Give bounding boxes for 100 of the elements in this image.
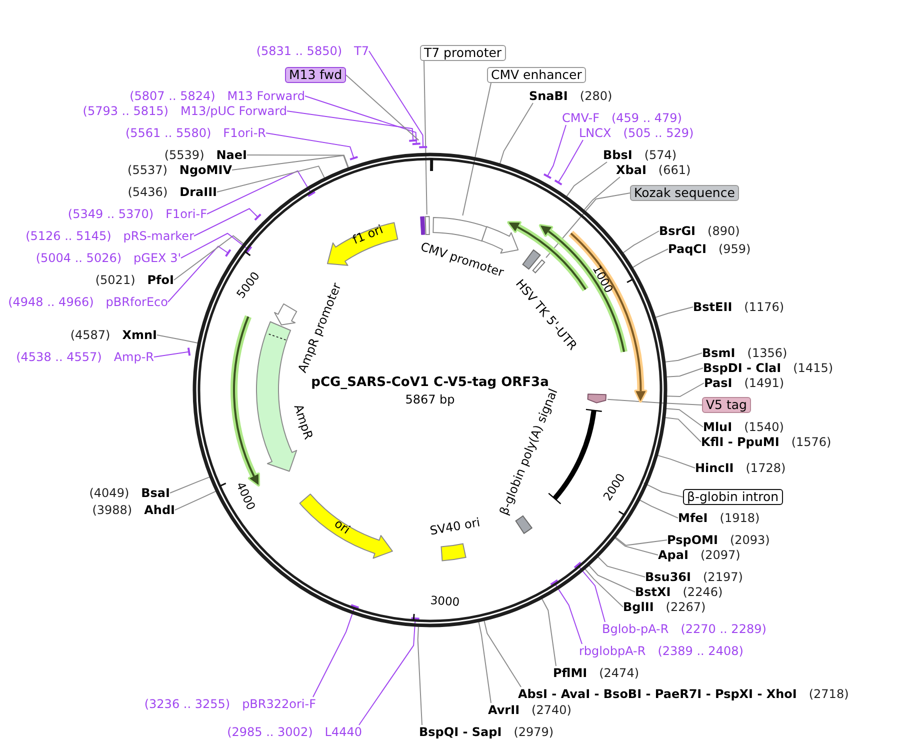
cut-site-position: (2979) — [514, 725, 554, 739]
leader-line — [598, 556, 646, 578]
primer-name: rbglobpA-R — [579, 644, 646, 658]
leader-line — [304, 96, 422, 146]
primer-range: (505 .. 529) — [623, 126, 694, 140]
enzyme-name: AhdI — [144, 503, 175, 517]
cut-site-position: (2093) — [730, 533, 770, 547]
leader-line — [546, 192, 630, 258]
cut-site-position: (5021) — [95, 273, 136, 287]
leader-line — [216, 166, 325, 192]
feature-bar — [418, 214, 426, 236]
primer-name: pGEX 3' — [134, 251, 181, 265]
cut-site-position: (959) — [718, 242, 751, 256]
cut-site-position: (661) — [658, 163, 691, 177]
primer-range: (5126 .. 5145) — [26, 229, 112, 243]
leader-line — [664, 352, 702, 362]
cut-site-position: (2197) — [703, 570, 743, 584]
primer-range: (4948 .. 4966) — [8, 295, 94, 309]
primer-range: (2985 .. 3002) — [227, 725, 313, 739]
leader-line — [194, 208, 262, 236]
leader-line — [232, 154, 348, 170]
enzyme-name: BsrGI — [659, 224, 696, 238]
enzyme-name: PspOMI — [667, 533, 718, 547]
cut-site-position: (5539) — [164, 148, 204, 162]
leader-line — [584, 176, 620, 210]
leader-line — [417, 626, 422, 726]
leader-line — [484, 620, 522, 688]
enzyme-name: NgoMIV — [179, 163, 232, 177]
enzyme-name: PfoI — [147, 273, 174, 287]
leader-line — [632, 248, 668, 268]
primer-name: T7 — [354, 44, 369, 58]
primer-name: Amp-R — [114, 350, 154, 364]
feature-callout: β-globin intron — [683, 489, 783, 505]
leader-line — [657, 454, 696, 468]
feature-block — [531, 258, 547, 274]
enzyme-name: ApaI — [658, 548, 688, 562]
leader-line — [566, 162, 608, 197]
cut-site-position: (1356) — [747, 346, 788, 360]
leader-line — [614, 538, 658, 556]
leader-line — [206, 170, 316, 214]
feature-callout: V5 tag — [702, 397, 751, 413]
leader-line — [462, 82, 492, 216]
feature-name: AmpR — [291, 402, 315, 442]
cut-site-position: (890) — [708, 224, 740, 238]
cut-site-position: (1918) — [720, 511, 760, 525]
cut-site-position: (2097) — [700, 548, 740, 562]
feature-callout: M13 fwd — [285, 67, 346, 83]
primer-range: (5561 .. 5580) — [125, 126, 212, 140]
leader-line — [542, 124, 566, 180]
leader-line — [666, 382, 704, 397]
feature-block — [424, 214, 430, 236]
primer-name: CMV-F — [562, 111, 600, 125]
enzyme-name: SnaBI — [529, 89, 568, 103]
enzyme-name: BspDI - ClaI — [703, 361, 782, 375]
cut-site-position: (1176) — [744, 300, 784, 314]
feature-name: SV40 ori — [429, 516, 481, 538]
enzyme-name: AvrII — [488, 703, 520, 717]
cut-site-position: (2474) — [599, 666, 640, 680]
cut-site-position: (5436) — [128, 185, 168, 199]
cut-site-position: (1491) — [744, 376, 784, 390]
cut-site-position: (1728) — [746, 461, 786, 475]
leader-line — [550, 579, 582, 644]
cut-site-position: (2246) — [682, 585, 723, 599]
leader-line — [643, 482, 684, 498]
scale-number: 1000 — [590, 264, 615, 296]
enzyme-name: MluI — [703, 420, 732, 434]
leader-line — [174, 235, 244, 280]
cut-site-position: (2267) — [666, 600, 706, 614]
leader-line — [622, 230, 660, 254]
feature-callout: CMV enhancer — [487, 67, 586, 83]
cut-site-position: (4587) — [70, 328, 110, 342]
cut-site-position: (1540) — [744, 420, 784, 434]
leader-line — [180, 232, 252, 258]
feature-callout: T7 promoter — [420, 45, 506, 61]
leader-line — [542, 598, 556, 666]
enzyme-name: BglII — [623, 600, 654, 614]
enzyme-name: BstXI — [635, 585, 671, 599]
leader-line — [266, 132, 359, 160]
primer-name: F1ori-F — [166, 207, 207, 221]
primer-name: L4440 — [324, 725, 362, 739]
primer-range: (5831 .. 5850) — [256, 44, 342, 58]
enzyme-name: Bsu36I — [645, 570, 691, 584]
enzyme-name: KflI - PpuMI — [701, 435, 780, 449]
feature-block — [514, 514, 534, 536]
plasmid-size: 5867 bp — [405, 394, 455, 406]
primer-name: pBRforEco — [106, 295, 168, 309]
leader-line — [168, 246, 232, 302]
primer-name: Bglob-pA-R — [602, 622, 669, 636]
feature-callout: Kozak sequence — [630, 185, 739, 201]
cut-site-position: (3988) — [92, 503, 132, 517]
primer-range: (2270 .. 2289) — [680, 622, 766, 636]
primer-range: (3236 .. 3255) — [144, 697, 230, 711]
cut-site-position: (1576) — [791, 435, 832, 449]
leader-line — [615, 536, 668, 546]
primer-name: M13 Forward — [227, 89, 305, 103]
cut-site-position: (5537) — [128, 163, 168, 177]
enzyme-name: PaqCI — [668, 242, 706, 256]
feature-block — [520, 248, 542, 272]
leader-line — [346, 74, 420, 141]
leader-line — [312, 604, 360, 698]
